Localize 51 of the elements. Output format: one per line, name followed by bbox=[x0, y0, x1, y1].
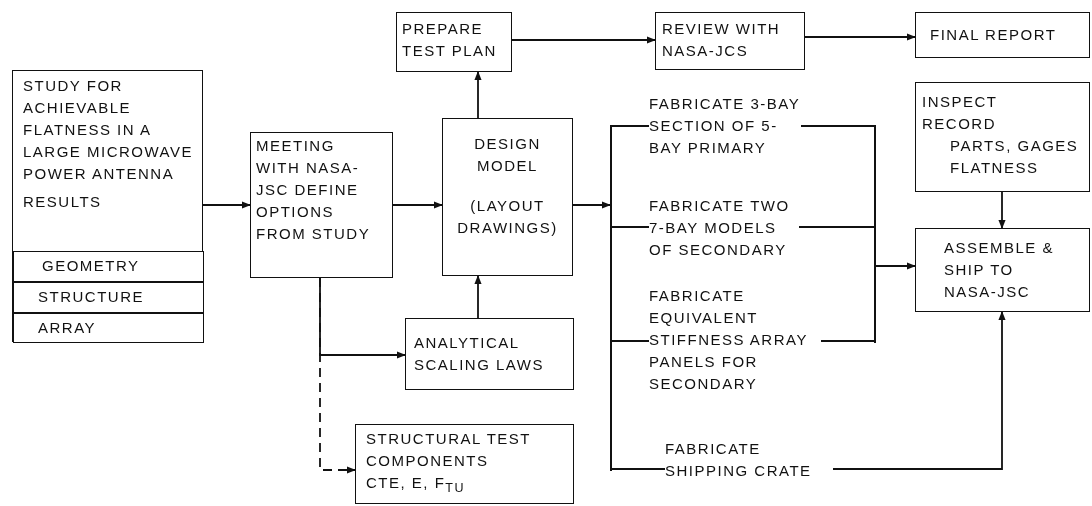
result-row bbox=[13, 251, 204, 282]
step-label: FABRICATE 3-BAY SECTION OF 5-BAY PRIMARY bbox=[649, 93, 801, 159]
box-text: MEETING WITH NASA-JSC DEFINE OPTIONS FROM STUDY bbox=[256, 136, 372, 244]
box-text: GEOMETRY bbox=[42, 256, 141, 276]
box-text: ASSEMBLE & SHIP TO NASA-JSC bbox=[944, 238, 1056, 302]
box-text: DESIGN MODEL bbox=[473, 134, 542, 176]
arrow bbox=[474, 71, 482, 119]
box-text: STRUCTURE bbox=[38, 287, 145, 307]
connector-line bbox=[611, 468, 666, 470]
process-box bbox=[915, 82, 1090, 192]
dashed-arrow bbox=[319, 277, 356, 474]
arrow bbox=[804, 33, 916, 41]
box-text: PARTS, GAGES FLATNESS bbox=[950, 136, 1080, 178]
process-box bbox=[12, 70, 203, 342]
result-row bbox=[13, 313, 204, 343]
connector-line bbox=[820, 340, 875, 342]
box-text: REVIEW WITH NASA-JCS bbox=[662, 19, 782, 61]
step-label: FABRICATE SHIPPING CRATE bbox=[665, 438, 833, 482]
result-row bbox=[13, 282, 204, 313]
box-text: (LAYOUT DRAWINGS) bbox=[456, 196, 559, 238]
arrow bbox=[474, 275, 482, 319]
arrow bbox=[392, 201, 443, 209]
arrow bbox=[202, 201, 251, 209]
process-box bbox=[405, 318, 574, 390]
step-label: FABRICATE EQUIVALENT STIFFNESS ARRAY PANELS FOR SECONDARY bbox=[649, 285, 821, 395]
step-label: FABRICATE TWO 7-BAY MODELS OF SECONDARY bbox=[649, 195, 799, 261]
arrow bbox=[511, 36, 656, 44]
box-text: ARRAY bbox=[38, 318, 98, 338]
process-box bbox=[915, 12, 1090, 58]
box-text: STRUCTURAL TEST COMPONENTS CTE, E, F$_{TU}$ bbox=[366, 429, 531, 497]
connector-line bbox=[611, 125, 650, 127]
connector-line bbox=[611, 226, 650, 228]
box-text: ANALYTICAL SCALING LAWS bbox=[414, 333, 545, 375]
box-text: STUDY FOR ACHIEVABLE FLATNESS IN A LARGE MICROWAVE POWER ANTENNA bbox=[23, 76, 195, 184]
process-box bbox=[442, 118, 573, 276]
box-text: PREPARE TEST PLAN bbox=[402, 19, 498, 61]
arrow bbox=[998, 191, 1006, 229]
process-box bbox=[655, 12, 805, 70]
box-text: FINAL REPORT bbox=[930, 25, 1058, 45]
box-text: INSPECT RECORD bbox=[922, 92, 999, 134]
process-box bbox=[355, 424, 574, 504]
arrow bbox=[572, 201, 611, 209]
process-box bbox=[250, 132, 393, 278]
process-box bbox=[396, 12, 512, 72]
process-box bbox=[915, 228, 1090, 312]
connector-line bbox=[611, 340, 650, 342]
arrow bbox=[832, 311, 1006, 470]
arrow bbox=[875, 262, 916, 270]
connector-line bbox=[800, 125, 875, 127]
box-text: RESULTS bbox=[23, 192, 103, 212]
connector-line bbox=[798, 226, 875, 228]
